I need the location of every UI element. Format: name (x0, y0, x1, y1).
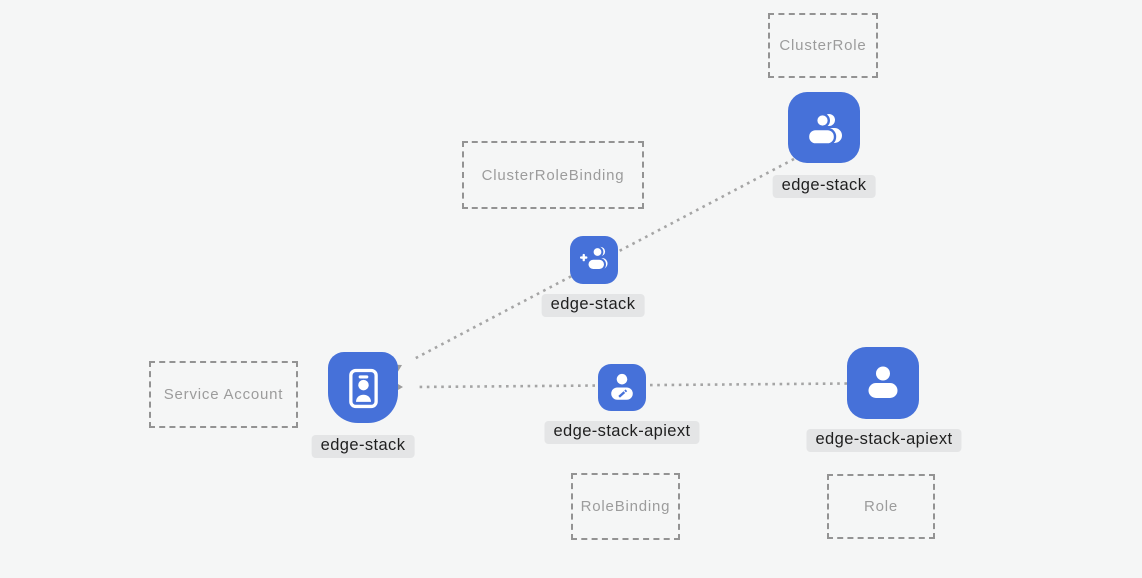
node-role-edge-stack-apiext[interactable] (847, 347, 919, 419)
node-label-chip: edge-stack-apiext (806, 429, 962, 452)
type-box-label: Role (863, 498, 899, 515)
node-label-chip: edge-stack (311, 435, 415, 458)
id-badge-icon (328, 352, 398, 423)
node-label-chip: edge-stack (772, 175, 876, 198)
type-box-rolebinding: RoleBinding (571, 473, 680, 540)
type-box-clusterrolebinding: ClusterRoleBinding (462, 141, 644, 209)
node-rolebinding-edge-stack-apiext[interactable] (598, 364, 646, 411)
node-label-chip: edge-stack (541, 294, 645, 317)
node-clusterrolebinding-edge-stack[interactable] (570, 236, 618, 284)
type-box-label: ClusterRoleBinding (481, 166, 625, 184)
users-icon (800, 104, 848, 152)
type-box-label: ClusterRole (779, 37, 867, 54)
type-box-label: Service Account (163, 386, 284, 403)
type-box-clusterrole: ClusterRole (768, 13, 878, 78)
node-label-chip: edge-stack-apiext (544, 421, 700, 444)
user-add-icon (570, 236, 618, 284)
node-clusterrole-edge-stack[interactable] (788, 92, 860, 163)
type-box-role: Role (827, 474, 935, 539)
type-box-label: RoleBinding (580, 498, 671, 515)
user-edit-icon (598, 364, 646, 411)
node-serviceaccount-edge-stack[interactable] (328, 352, 398, 423)
user-icon (859, 359, 907, 407)
type-box-serviceaccount: Service Account (149, 361, 298, 428)
